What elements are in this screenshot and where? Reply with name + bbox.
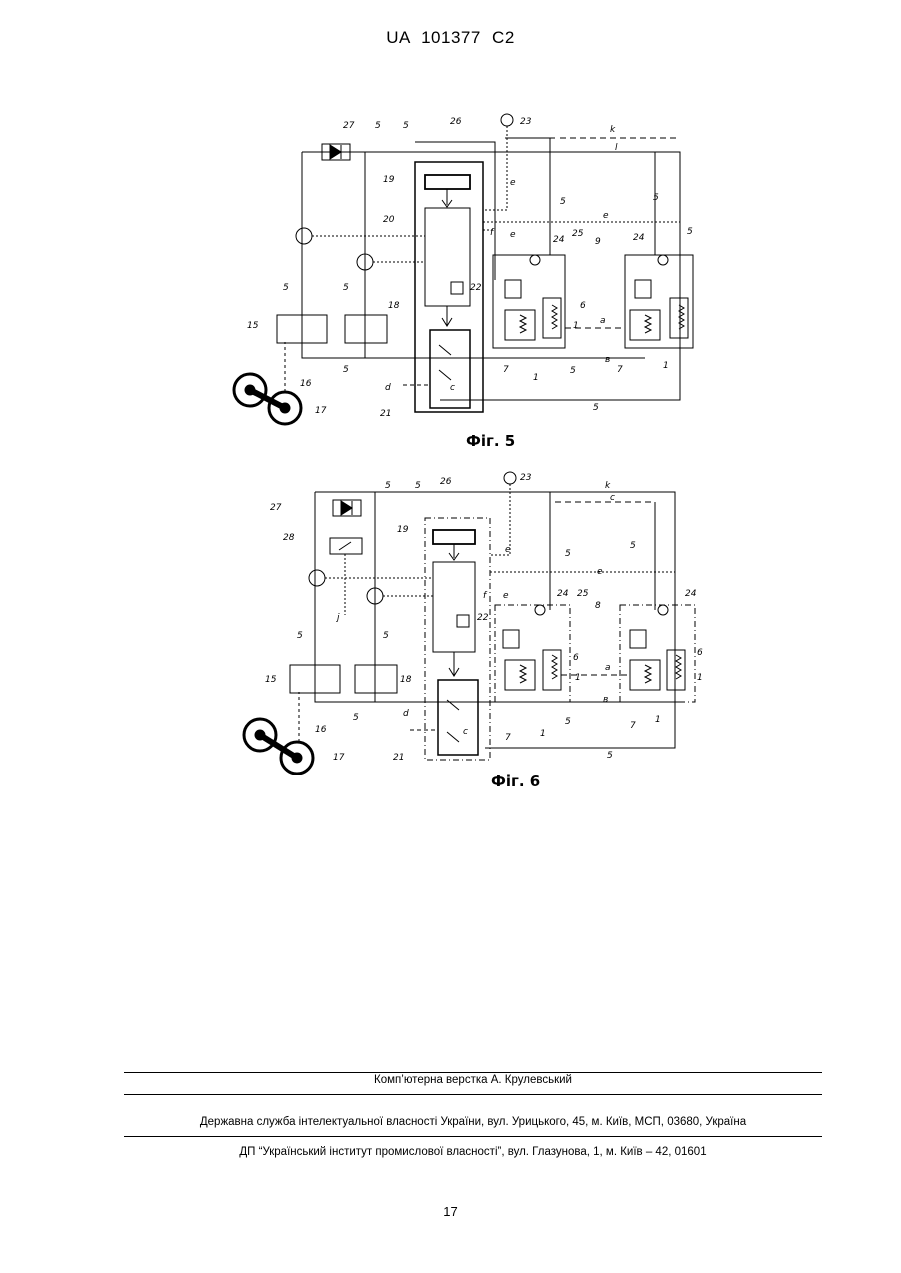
footer-office-address: Державна служба інтелектуальної власност… <box>124 1116 822 1128</box>
svg-text:c: c <box>610 493 615 503</box>
svg-text:15: 15 <box>247 321 259 331</box>
svg-text:24: 24 <box>557 589 569 599</box>
page-number: 17 <box>0 1204 901 1219</box>
svg-text:5: 5 <box>343 365 349 375</box>
svg-text:6: 6 <box>573 653 579 663</box>
svg-text:e: e <box>510 178 516 188</box>
svg-text:5: 5 <box>653 193 659 203</box>
footer-divider-top <box>124 1072 822 1073</box>
figure-5-caption: Фіг. 5 <box>466 432 515 450</box>
svg-text:5: 5 <box>687 227 693 237</box>
svg-text:7: 7 <box>630 721 636 731</box>
figure-5-diagram: 2755 2623 kl 1920 fe 555 ee 24259 24 551… <box>225 110 695 430</box>
svg-text:d: d <box>385 383 391 393</box>
footer-layout-credit: Комп’ютерна верстка А. Крулевський <box>124 1074 822 1086</box>
svg-text:16: 16 <box>300 379 312 389</box>
footer-divider-bottom <box>124 1136 822 1137</box>
svg-text:26: 26 <box>440 477 452 487</box>
svg-text:e: e <box>503 591 509 601</box>
svg-text:5: 5 <box>297 631 303 641</box>
svg-text:19: 19 <box>397 525 409 535</box>
svg-text:23: 23 <box>520 473 532 483</box>
figure-6-caption: Фіг. 6 <box>491 772 540 790</box>
svg-text:25: 25 <box>577 589 589 599</box>
svg-text:k: k <box>605 481 611 491</box>
svg-text:18: 18 <box>400 675 412 685</box>
svg-text:1: 1 <box>697 673 703 683</box>
svg-text:19: 19 <box>383 175 395 185</box>
footer-divider-middle <box>124 1094 822 1095</box>
svg-text:e: e <box>510 230 516 240</box>
svg-text:5: 5 <box>565 549 571 559</box>
svg-text:6: 6 <box>580 301 586 311</box>
svg-text:28: 28 <box>283 533 295 543</box>
svg-text:5: 5 <box>593 403 599 413</box>
figure-5-circuit: 2755 2623 kl 1920 fe 555 ee 24259 24 551… <box>225 110 695 430</box>
svg-text:5: 5 <box>283 283 289 293</box>
svg-text:5: 5 <box>560 197 566 207</box>
svg-text:5: 5 <box>383 631 389 641</box>
svg-text:e: e <box>603 211 609 221</box>
svg-text:1: 1 <box>663 361 669 371</box>
svg-text:5: 5 <box>570 366 576 376</box>
svg-text:6: 6 <box>697 648 703 658</box>
footer-institute-address: ДП “Український інститут промислової вла… <box>124 1146 822 1158</box>
svg-text:5: 5 <box>385 481 391 491</box>
svg-text:5: 5 <box>375 121 381 131</box>
svg-text:5: 5 <box>607 751 613 761</box>
svg-text:f: f <box>483 591 488 601</box>
svg-text:27: 27 <box>343 121 355 131</box>
svg-text:f: f <box>490 228 495 238</box>
svg-text:22: 22 <box>477 613 489 623</box>
svg-text:20: 20 <box>383 215 395 225</box>
svg-text:22: 22 <box>470 283 482 293</box>
svg-text:24: 24 <box>633 233 645 243</box>
svg-text:23: 23 <box>520 117 532 127</box>
svg-text:5: 5 <box>353 713 359 723</box>
svg-text:18: 18 <box>388 301 400 311</box>
svg-text:7: 7 <box>617 365 623 375</box>
svg-text:в: в <box>603 695 608 705</box>
svg-text:24: 24 <box>685 589 697 599</box>
svg-text:25: 25 <box>572 229 584 239</box>
svg-text:21: 21 <box>380 409 391 419</box>
svg-text:7: 7 <box>503 365 509 375</box>
svg-text:15: 15 <box>265 675 277 685</box>
svg-text:a: a <box>600 316 606 326</box>
patent-number-header: UA 101377 C2 <box>0 28 901 48</box>
svg-text:1: 1 <box>540 729 546 739</box>
svg-text:d: d <box>403 709 409 719</box>
svg-text:j: j <box>335 613 340 623</box>
svg-text:27: 27 <box>270 503 282 513</box>
svg-text:17: 17 <box>315 406 327 416</box>
svg-text:16: 16 <box>315 725 327 735</box>
svg-text:c: c <box>463 727 468 737</box>
figure-6-circuit: 5526 23kc 2728 19e 55e fe 24258 24 55j 1… <box>235 470 705 775</box>
svg-text:1: 1 <box>573 321 579 331</box>
svg-text:5: 5 <box>343 283 349 293</box>
svg-text:1: 1 <box>575 673 581 683</box>
svg-text:21: 21 <box>393 753 404 763</box>
svg-text:a: a <box>605 663 611 673</box>
svg-text:1: 1 <box>533 373 539 383</box>
svg-text:c: c <box>450 383 455 393</box>
svg-text:26: 26 <box>450 117 462 127</box>
svg-text:8: 8 <box>595 601 601 611</box>
svg-text:17: 17 <box>333 753 345 763</box>
svg-text:7: 7 <box>505 733 511 743</box>
figure-6-diagram: 5526 23kc 2728 19e 55e fe 24258 24 55j 1… <box>235 470 705 775</box>
svg-text:5: 5 <box>403 121 409 131</box>
svg-text:9: 9 <box>595 237 601 247</box>
svg-text:24: 24 <box>553 235 565 245</box>
svg-text:e: e <box>597 567 603 577</box>
svg-text:e: e <box>505 545 511 555</box>
svg-text:5: 5 <box>630 541 636 551</box>
svg-text:k: k <box>610 125 616 135</box>
svg-text:5: 5 <box>415 481 421 491</box>
svg-text:1: 1 <box>655 715 661 725</box>
svg-text:5: 5 <box>565 717 571 727</box>
svg-text:в: в <box>605 355 610 365</box>
